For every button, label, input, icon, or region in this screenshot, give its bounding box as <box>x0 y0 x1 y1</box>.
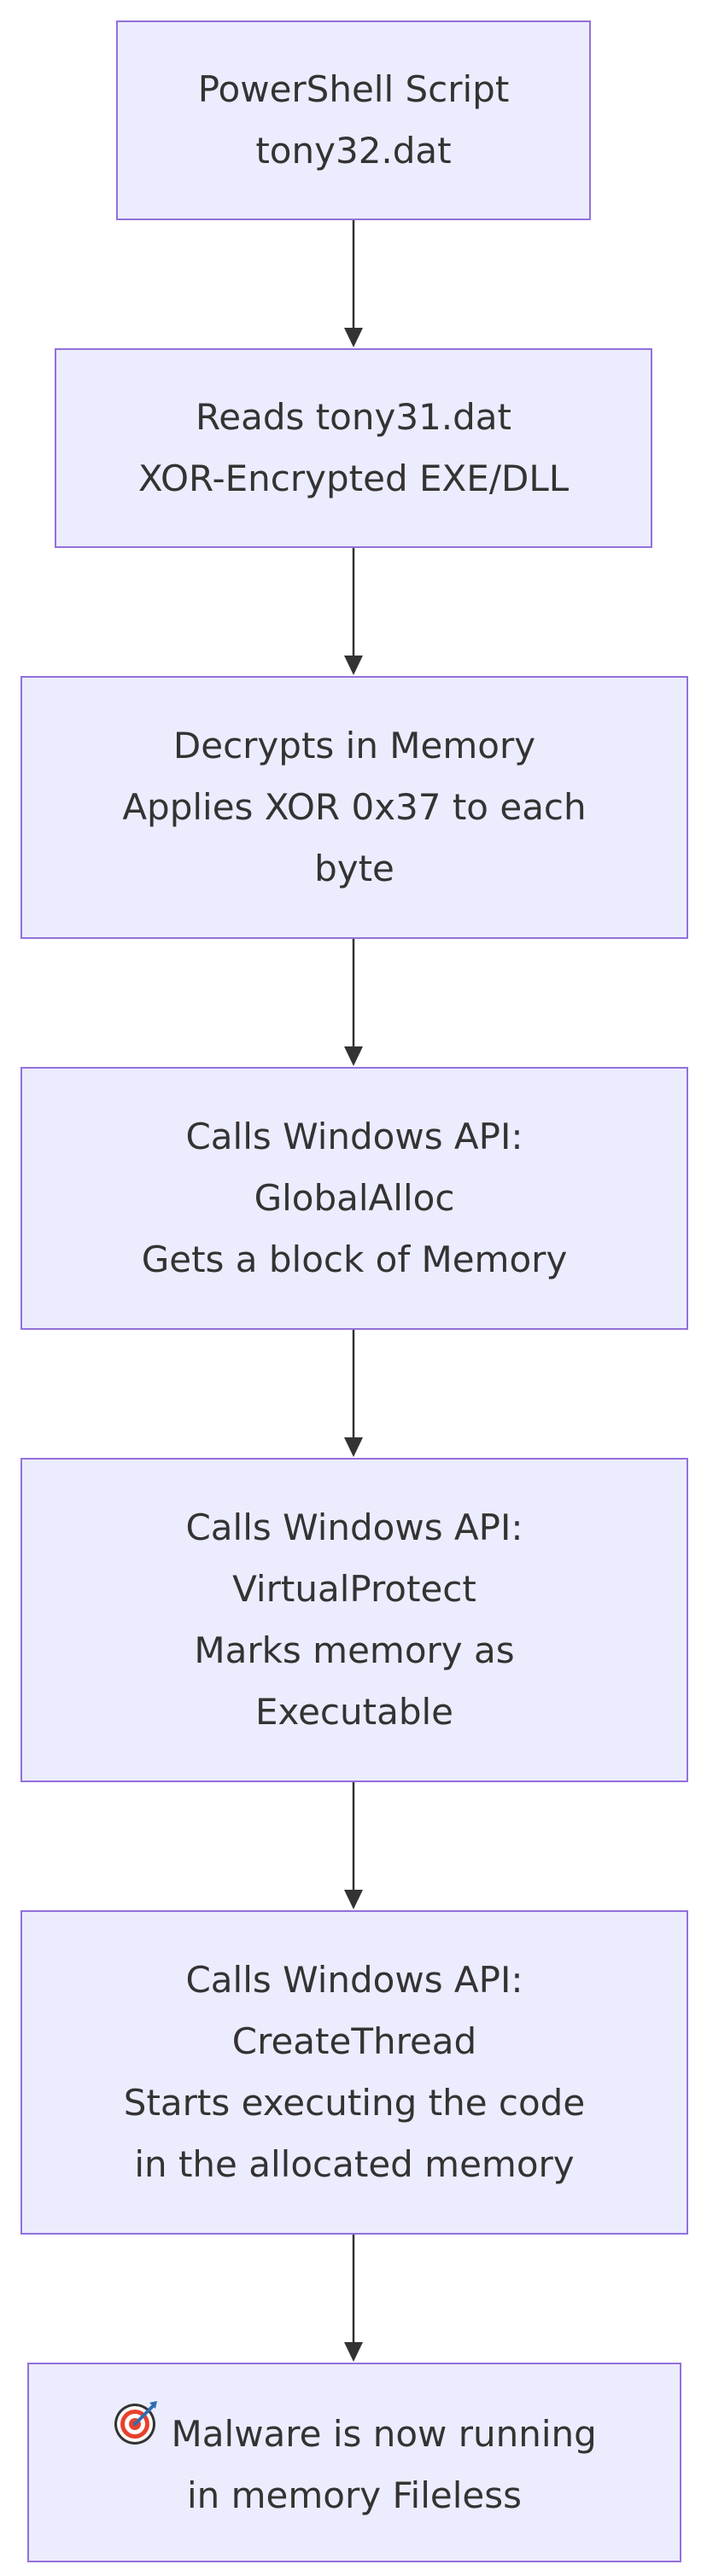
node-line: Decrypts in Memory <box>172 725 536 766</box>
node-line: VirtualProtect <box>232 1568 476 1610</box>
arrowhead <box>344 2342 363 2362</box>
node-create-thread: Calls Windows API: CreateThread Starts e… <box>20 1910 688 2235</box>
node-line: PowerShell Script <box>197 68 510 110</box>
node-line: Marks memory as <box>194 1629 515 1671</box>
node-powershell-script: PowerShell Script tony32.dat <box>116 20 591 220</box>
node-line: tony32.dat <box>255 130 452 172</box>
node-line: Calls Windows API: <box>185 1507 523 1548</box>
node-global-alloc: Calls Windows API: GlobalAlloc Gets a bl… <box>20 1067 688 1330</box>
node-line: Calls Windows API: <box>185 1116 523 1157</box>
node-line: Calls Windows API: <box>185 1959 523 2001</box>
edge-arrow <box>344 548 363 675</box>
node-line: XOR-Encrypted EXE/DLL <box>137 458 570 499</box>
node-line: Starts executing the code <box>123 2082 586 2124</box>
node-line: Reads tony31.dat <box>195 396 512 438</box>
node-line: GlobalAlloc <box>254 1177 455 1219</box>
node-malware-fileless: Malware is now running in memory Fileles… <box>27 2363 681 2562</box>
arrowhead <box>344 656 363 675</box>
arrowhead <box>344 1046 363 1066</box>
edge-arrow <box>344 220 363 347</box>
node-line: Malware is now running <box>171 2413 597 2455</box>
node-decrypts-in-memory: Decrypts in Memory Applies XOR 0x37 to e… <box>20 676 688 939</box>
node-line: byte <box>314 848 394 889</box>
target-icon <box>112 2398 160 2446</box>
edge-arrow <box>344 939 363 1066</box>
node-line: in the allocated memory <box>134 2143 575 2185</box>
arrowhead <box>344 328 363 347</box>
node-virtual-protect: Calls Windows API: VirtualProtect Marks … <box>20 1458 688 1782</box>
node-line: Executable <box>254 1691 454 1733</box>
node-line: in memory Fileless <box>186 2474 523 2516</box>
node-reads-dat: Reads tony31.dat XOR-Encrypted EXE/DLL <box>55 348 652 548</box>
edge-arrow <box>344 1782 363 1909</box>
node-line-with-icon: Malware is now running <box>112 2398 597 2465</box>
arrowhead <box>344 1890 363 1909</box>
node-line: Gets a block of Memory <box>141 1238 568 1280</box>
arrowhead <box>344 1437 363 1457</box>
edge-arrow <box>344 1330 363 1457</box>
node-line: CreateThread <box>231 2020 477 2062</box>
edge-arrow <box>344 2235 363 2362</box>
node-line: Applies XOR 0x37 to each <box>122 786 587 828</box>
